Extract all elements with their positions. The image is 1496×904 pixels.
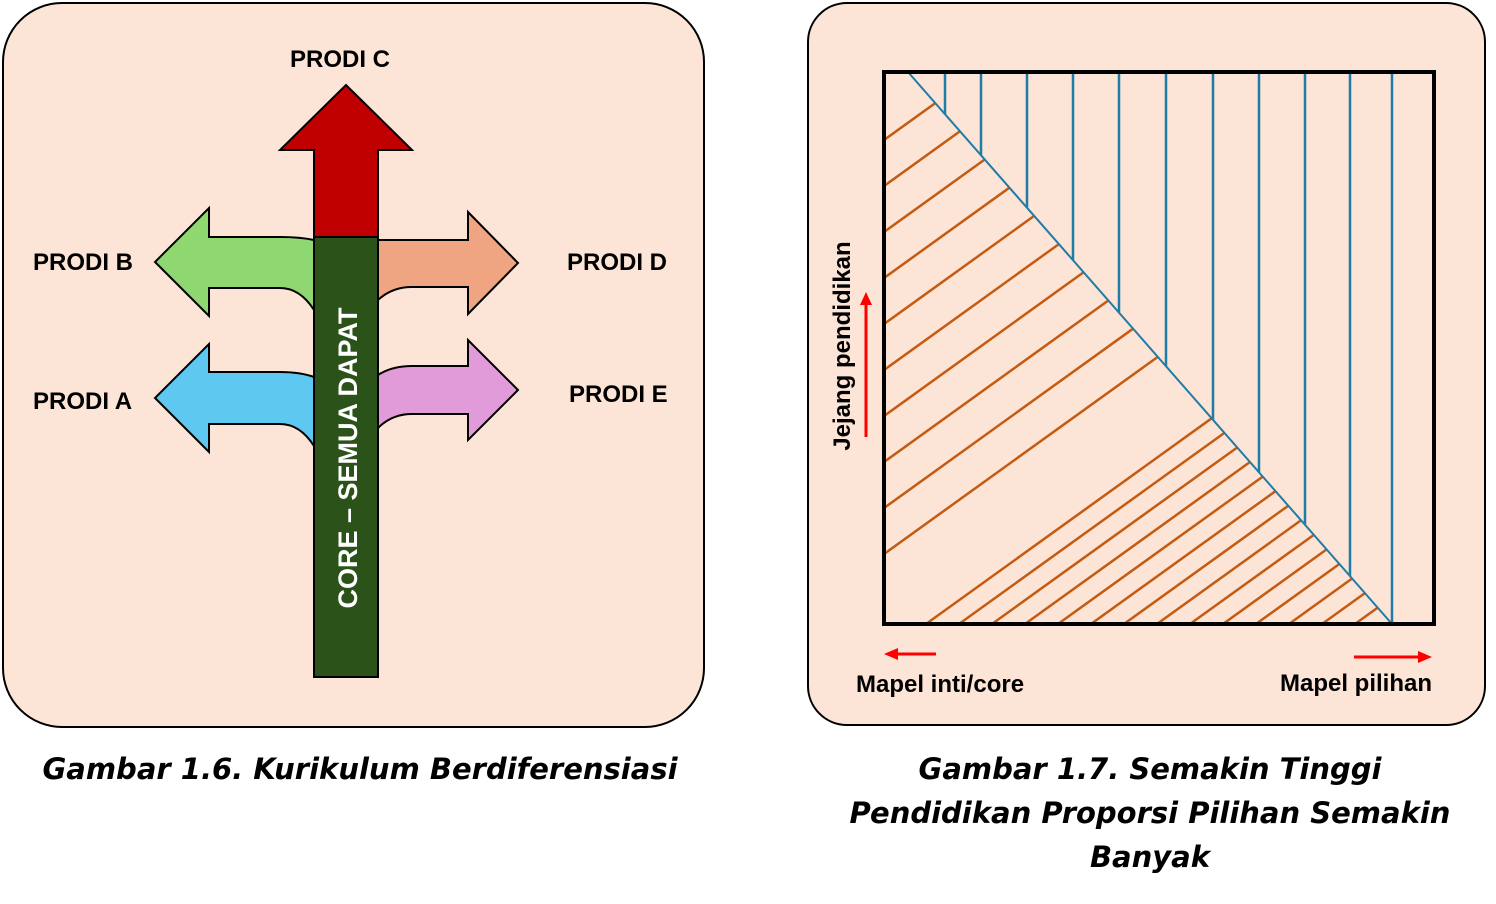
prodi-d-arrow [377, 209, 520, 317]
core-hatch-line [883, 327, 1134, 510]
diagonal-divider [907, 71, 1393, 625]
core-hatch [883, 102, 1392, 626]
core-hatch-line [1321, 592, 1366, 626]
core-hatch-line [883, 243, 1060, 372]
core-hatch-line [1024, 461, 1251, 626]
proporsi-diagram: Jejang pendidikan Mapel inti/core Mapel … [829, 70, 1436, 698]
core-hatch-line [883, 299, 1110, 464]
prodi-a-label: PRODI A [33, 388, 132, 415]
prodi-e-arrow [377, 337, 520, 443]
core-hatch-line [991, 446, 1238, 626]
core-hatch-line [958, 431, 1226, 626]
core-hatch-line [883, 355, 1159, 556]
prodi-b-arrow [153, 205, 315, 319]
core-hatch-line [925, 417, 1213, 626]
caption-left: Gambar 1.6. Kurikulum Berdiferensiasi [42, 752, 678, 786]
chart-frame [882, 70, 1436, 626]
prodi-d-label: PRODI D [567, 249, 667, 276]
prodi-c-label: PRODI C [290, 46, 390, 73]
core-hatch-line [1123, 504, 1290, 626]
core-hatch-line [883, 186, 1011, 280]
core-hatch-line [1156, 519, 1302, 626]
x-right-label: Mapel pilihan [1280, 670, 1432, 697]
prodi-c-arrow [277, 83, 415, 239]
core-hatch-line [1090, 490, 1277, 626]
core-hatch-line [883, 158, 986, 234]
y-axis-arrow-head [860, 292, 872, 305]
core-hatch-line [883, 214, 1035, 326]
core-label: CORE – SEMUA DAPAT [333, 307, 363, 609]
core-hatch-line [1189, 533, 1315, 626]
prodi-e-label: PRODI E [569, 381, 668, 408]
caption-right: Gambar 1.7. Semakin Tinggi Pendidikan Pr… [800, 747, 1496, 879]
core-hatch-line [1222, 548, 1328, 626]
core-hatch-line [883, 271, 1085, 418]
elective-hatch [943, 72, 1394, 624]
core-hatch-line [883, 130, 961, 188]
core-hatch-line [883, 102, 936, 142]
x-left-label: Mapel inti/core [856, 671, 1024, 698]
kurikulum-diagram: CORE – SEMUA DAPAT PRODI C PRODI B PRODI… [33, 46, 668, 678]
core-column [313, 236, 379, 678]
prodi-b-label: PRODI B [33, 249, 133, 276]
core-hatch-line [1057, 475, 1264, 626]
caption-right-line-3: Banyak [1089, 840, 1211, 874]
caption-right-line-2: Pendidikan Proporsi Pilihan Semakin [849, 796, 1451, 830]
prodi-a-arrow [153, 341, 315, 455]
caption-right-line-1: Gambar 1.7. Semakin Tinggi [918, 752, 1382, 786]
core-hatch-line [1288, 577, 1353, 626]
core-hatch-line [1354, 606, 1379, 626]
x-right-arrow-head [1418, 651, 1432, 663]
x-left-arrow-head [884, 648, 898, 660]
y-axis-label: Jejang pendidikan [829, 241, 856, 450]
core-hatch-line [1255, 562, 1341, 626]
